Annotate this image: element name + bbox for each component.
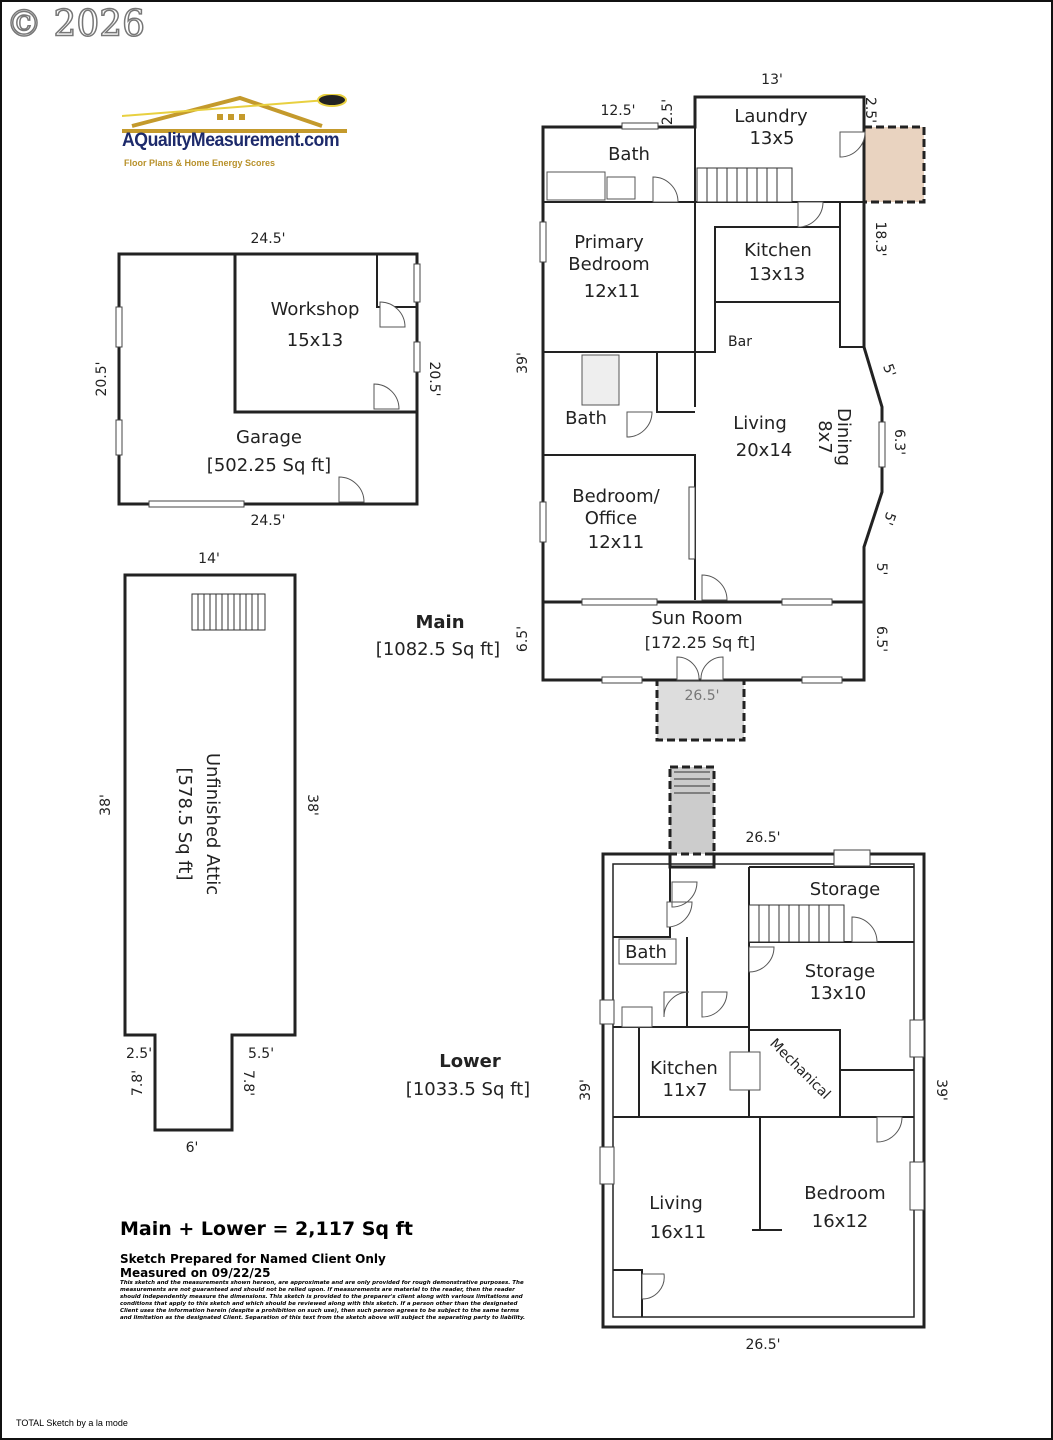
dim-main-bay-2: 6.3': [891, 429, 907, 455]
dim-porch: 26.5': [684, 688, 719, 704]
dim-sunroom-right: 6.5': [873, 626, 889, 652]
dim-lower-right: 39': [933, 1079, 949, 1101]
dim-main-left: 39': [515, 352, 531, 374]
dim-garage-left: 20.5': [94, 361, 110, 396]
logo-tagline: Floor Plans & Home Energy Scores: [124, 158, 276, 168]
room-label-storage-1: Storage: [810, 879, 880, 900]
room-size-primary: 12x11: [584, 281, 640, 302]
room-size-storage-2: 13x10: [810, 983, 866, 1004]
dim-attic-low-left: 7.8': [130, 1070, 146, 1096]
dim-attic-left: 38': [98, 794, 114, 816]
main-floor-plan: Laundry 13x5 Bath Primary Bedroom 12x11 …: [376, 72, 926, 742]
prepared-note: Sketch Prepared for Named Client Only: [120, 1252, 386, 1266]
attic-area: [578.5 Sq ft]: [174, 768, 195, 881]
room-label-laundry: Laundry: [734, 106, 808, 127]
measured-date: Measured on 09/22/25: [120, 1266, 271, 1280]
room-label-workshop: Workshop: [271, 299, 360, 320]
lower-floor-plan: Storage Bath Storage 13x10 Mechanical Ki…: [406, 765, 949, 1353]
room-size-kitchen-lower: 11x7: [662, 1080, 707, 1101]
dim-attic-top: 14': [198, 551, 220, 567]
room-label-sunroom: Sun Room: [651, 608, 742, 629]
dim-garage-bottom: 24.5': [250, 513, 285, 529]
room-size-workshop: 15x13: [287, 330, 343, 351]
room-size-dining: 8x7: [814, 420, 835, 454]
room-label-office: Bedroom/: [572, 486, 660, 507]
disclaimer: This sketch and the measurements shown h…: [120, 1280, 526, 1321]
room-label-bar: Bar: [728, 334, 752, 350]
attic-plan: Unfinished Attic [578.5 Sq ft] 14' 38' 3…: [98, 551, 320, 1156]
sunroom-area: [172.25 Sq ft]: [645, 633, 756, 652]
company-logo: AQualityMeasurement.com Floor Plans & Ho…: [122, 94, 347, 174]
room-label-garage: Garage: [236, 427, 302, 448]
dim-attic-step-right: 5.5': [248, 1046, 274, 1062]
room-label-mechanical: Mechanical: [766, 1036, 833, 1103]
dim-main-bath-top: 12.5': [600, 103, 635, 119]
room-label-office-2: Office: [585, 508, 638, 529]
garage-area: [502.25 Sq ft]: [207, 455, 331, 476]
room-size-living: 20x14: [736, 440, 792, 461]
software-credit: TOTAL Sketch by a la mode: [16, 1418, 128, 1428]
room-label-bath-main: Bath: [608, 144, 650, 165]
dim-lower-left: 39': [578, 1079, 594, 1101]
dim-lower-top: 26.5': [745, 830, 780, 846]
room-label-bath-lower: Bath: [625, 942, 667, 963]
room-label-kitchen: Kitchen: [744, 240, 812, 261]
dim-lower-bottom: 26.5': [745, 1337, 780, 1353]
lower-floor-label: Lower: [439, 1051, 501, 1072]
room-label-living-lower: Living: [649, 1193, 703, 1214]
dim-attic-right: 38': [304, 794, 320, 816]
room-size-laundry: 13x5: [749, 128, 794, 149]
house-roof-icon: [122, 94, 347, 133]
lower-floor-area: [1033.5 Sq ft]: [406, 1079, 530, 1100]
room-size-office: 12x11: [588, 532, 644, 553]
dim-garage-right: 20.5': [426, 361, 442, 396]
main-floor-label: Main: [415, 612, 464, 633]
room-size-kitchen: 13x13: [749, 264, 805, 285]
dim-main-laundry-top: 13': [761, 72, 783, 88]
sketch-notes: Main + Lower = 2,117 Sq ft Sketch Prepar…: [120, 1218, 530, 1322]
dim-main-right-lower: 5': [873, 563, 889, 576]
garage-plan: Workshop 15x13 Garage [502.25 Sq ft] 24.…: [94, 231, 442, 529]
dim-garage-top: 24.5': [250, 231, 285, 247]
room-label-primary: Primary: [574, 232, 644, 253]
room-label-primary-2: Bedroom: [568, 254, 649, 275]
copyright-watermark: © 2026: [5, 3, 146, 46]
total-area: Main + Lower = 2,117 Sq ft: [120, 1218, 413, 1240]
room-size-bedroom-lower: 16x12: [812, 1211, 868, 1232]
logo-name: AQualityMeasurement.com: [122, 130, 340, 151]
room-label-bath-2: Bath: [565, 408, 607, 429]
dim-main-right-upper: 18.3': [872, 221, 888, 256]
room-label-attic: Unfinished Attic: [202, 753, 223, 895]
room-label-dining: Dining: [833, 408, 854, 466]
room-label-storage-2: Storage: [805, 961, 875, 982]
dim-sunroom-left: 6.5': [515, 626, 531, 652]
dim-attic-bottom: 6': [186, 1140, 199, 1156]
main-floor-area: [1082.5 Sq ft]: [376, 639, 500, 660]
room-label-bedroom-lower: Bedroom: [804, 1183, 885, 1204]
dim-main-bay-1: 5': [879, 362, 898, 379]
dim-main-step: 2.5': [660, 99, 676, 125]
dim-attic-low-right: 7.8': [240, 1070, 256, 1096]
room-label-living: Living: [733, 413, 787, 434]
dim-attic-step-left: 2.5': [126, 1046, 152, 1062]
dim-main-bay-3: 5': [879, 510, 898, 527]
dim-main-step-right: 2.5': [862, 97, 878, 123]
room-size-living-lower: 16x11: [650, 1222, 706, 1243]
room-label-kitchen-lower: Kitchen: [650, 1058, 718, 1079]
